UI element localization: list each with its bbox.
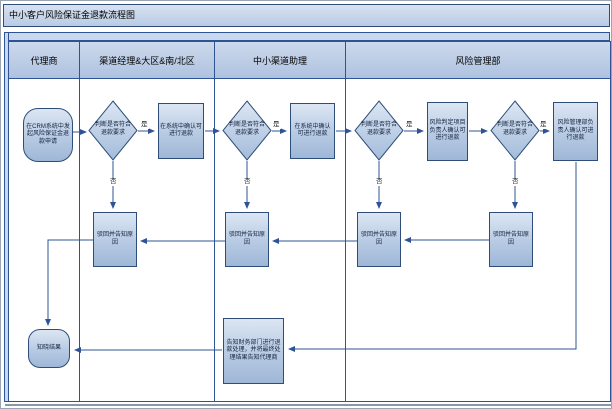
edge-label-no-2: 否 <box>243 178 252 186</box>
process-confirm-refund-2[interactable]: 在系统中确认可进行退款 <box>290 103 335 159</box>
reject-node-1[interactable]: 驳回并告知原因 <box>93 212 137 267</box>
start-node[interactable]: 在CRM系统中发起风险保证金退款申请 <box>23 108 73 162</box>
notify-finance-node[interactable]: 告知财务部门进行退款处理，并将最终处理结果告知代理商 <box>223 318 284 384</box>
lane-header-smb-assistant: 中小渠道助理 <box>214 41 346 79</box>
edge-label-no-3: 否 <box>375 178 384 186</box>
decision-4-label: 判断是否符合退款要求 <box>496 122 533 136</box>
page-bottom-shadow <box>5 404 611 406</box>
decision-3-label: 判断是否符合退款要求 <box>360 122 397 136</box>
edge-label-yes-2: 是 <box>272 121 281 129</box>
decision-2-label: 判断是否符合退款要求 <box>228 122 265 136</box>
lane-risk-management <box>345 78 611 402</box>
edge-label-yes-4: 是 <box>539 121 548 129</box>
reject-node-2[interactable]: 驳回并告知原因 <box>225 212 269 267</box>
edge-label-no-4: 否 <box>511 178 520 186</box>
diagram-title: 中小客户风险保证金退款流程图 <box>3 4 610 27</box>
decision-1-label: 判断是否符合退款要求 <box>94 122 131 136</box>
decision-diamond-3[interactable] <box>354 100 404 161</box>
lane-header-channel-manager: 渠道经理&大区&南/北区 <box>79 41 215 79</box>
reject-node-4[interactable]: 驳回并告知原因 <box>489 212 533 267</box>
process-confirm-refund-1[interactable]: 在系统中确认可进行退款 <box>158 103 204 159</box>
decision-diamond-4[interactable] <box>490 100 540 161</box>
end-node[interactable]: 知晓结果 <box>28 329 70 368</box>
process-risk-project-lead-confirm[interactable]: 风险判定项目负责人确认可进行退款 <box>427 102 468 161</box>
connector-process4-to-notify <box>288 162 577 352</box>
edge-label-no-1: 否 <box>109 178 118 186</box>
edge-label-yes-1: 是 <box>140 121 149 129</box>
decision-diamond-1[interactable] <box>88 100 138 161</box>
reject-node-3[interactable]: 驳回并告知原因 <box>357 212 401 267</box>
decision-diamond-2[interactable] <box>222 100 272 161</box>
process-risk-dept-lead-confirm[interactable]: 风险管理部负责人确认可进行退款 <box>553 102 598 161</box>
connector-reject1-to-end <box>45 239 93 326</box>
edge-label-yes-3: 是 <box>405 121 414 129</box>
